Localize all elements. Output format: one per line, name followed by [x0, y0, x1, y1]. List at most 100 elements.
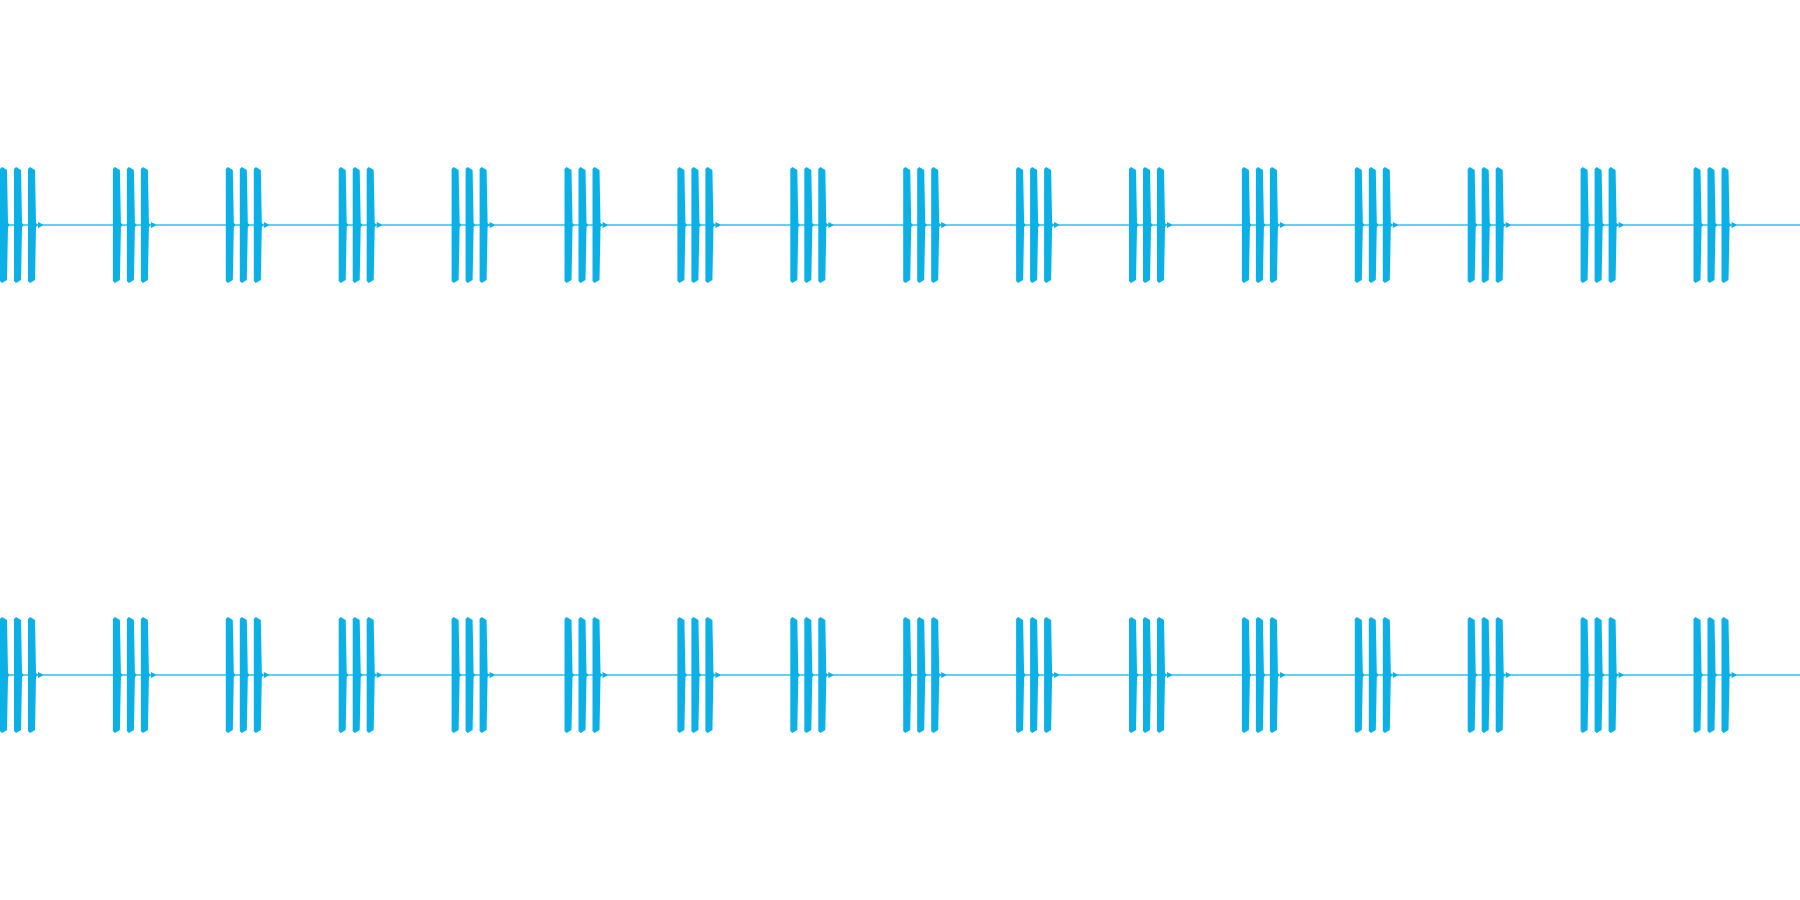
- pulse-tail: [1392, 222, 1399, 228]
- pulse-tail: [1279, 222, 1286, 228]
- pulse: [1030, 617, 1041, 733]
- pulse-burst: [0, 617, 44, 733]
- pulse-tail: [1054, 222, 1061, 228]
- pulse-burst: [1580, 167, 1625, 283]
- pulse: [126, 617, 137, 733]
- pulse-tail: [263, 672, 270, 678]
- pulse-tail: [1505, 672, 1512, 678]
- pulse: [1241, 167, 1252, 283]
- pulse: [1157, 167, 1167, 283]
- pulse: [804, 617, 815, 733]
- pulse: [931, 167, 942, 283]
- pulse: [1707, 617, 1718, 733]
- pulse: [1382, 617, 1393, 733]
- pulse: [1382, 167, 1393, 283]
- pulse-burst: [112, 167, 157, 283]
- pulse: [225, 167, 236, 283]
- pulse-burst: [225, 167, 270, 283]
- pulse: [1495, 617, 1506, 733]
- pulse: [112, 167, 123, 283]
- pulse: [818, 167, 829, 283]
- pulse-burst: [225, 617, 270, 733]
- pulse-tail: [489, 222, 496, 228]
- pulse: [564, 167, 575, 283]
- pulse: [366, 617, 377, 733]
- pulse: [28, 167, 38, 283]
- pulse-tail: [828, 222, 835, 228]
- pulse: [903, 167, 914, 283]
- pulse-tail: [715, 222, 722, 228]
- pulse: [578, 167, 589, 283]
- pulse: [0, 617, 10, 733]
- pulse: [677, 167, 688, 283]
- pulse: [931, 617, 942, 733]
- pulse-burst: [1129, 167, 1173, 283]
- pulse: [1016, 617, 1027, 733]
- pulse-tail: [1731, 672, 1738, 678]
- pulse: [451, 167, 462, 283]
- pulse: [818, 617, 829, 733]
- pulse-burst: [1693, 617, 1738, 733]
- pulse: [1157, 617, 1167, 733]
- pulse-burst: [451, 617, 496, 733]
- pulse: [1016, 167, 1027, 283]
- pulse: [253, 617, 264, 733]
- pulse: [1368, 167, 1379, 283]
- pulse: [239, 617, 250, 733]
- pulse: [1255, 167, 1266, 283]
- pulse-burst: [1016, 167, 1061, 283]
- pulse: [1044, 167, 1055, 283]
- pulse: [1707, 167, 1718, 283]
- pulse-tail: [150, 222, 157, 228]
- pulse-tail: [1505, 222, 1512, 228]
- pulse-tail: [715, 672, 722, 678]
- pulse: [705, 167, 716, 283]
- pulse-tail: [941, 222, 948, 228]
- pulse-tail: [489, 672, 496, 678]
- pulse: [1129, 617, 1139, 733]
- pulse: [338, 617, 349, 733]
- pulse: [465, 617, 476, 733]
- pulse-tail: [602, 222, 609, 228]
- pulse: [1721, 617, 1732, 733]
- pulse: [0, 167, 10, 283]
- pulse: [903, 617, 914, 733]
- channel-2-waveform: [0, 617, 1800, 733]
- pulse: [338, 167, 349, 283]
- pulse-tail: [602, 672, 609, 678]
- pulse: [691, 167, 702, 283]
- pulse: [352, 617, 363, 733]
- pulse: [592, 617, 603, 733]
- pulse: [1693, 167, 1704, 283]
- pulse: [1693, 617, 1704, 733]
- pulse: [1481, 167, 1492, 283]
- pulse: [790, 617, 801, 733]
- pulse: [239, 167, 250, 283]
- pulse: [1608, 167, 1619, 283]
- pulse-burst: [1580, 617, 1625, 733]
- pulse: [253, 167, 264, 283]
- pulse-burst: [903, 617, 948, 733]
- pulse: [225, 617, 236, 733]
- pulse-burst: [0, 167, 44, 283]
- pulse: [1580, 617, 1591, 733]
- pulse: [352, 167, 363, 283]
- pulse: [14, 617, 24, 733]
- channel-1-waveform: [0, 167, 1800, 283]
- pulse-burst: [1241, 167, 1286, 283]
- pulse-burst: [677, 167, 722, 283]
- pulse: [366, 167, 377, 283]
- pulse: [1467, 617, 1478, 733]
- pulse: [28, 617, 38, 733]
- pulse-tail: [1392, 672, 1399, 678]
- pulse: [1594, 617, 1605, 733]
- pulse: [1580, 167, 1591, 283]
- pulse-tail: [376, 222, 383, 228]
- pulse: [1143, 617, 1153, 733]
- pulse: [564, 617, 575, 733]
- pulse: [1255, 617, 1266, 733]
- pulse-burst: [1467, 617, 1512, 733]
- pulse: [140, 167, 151, 283]
